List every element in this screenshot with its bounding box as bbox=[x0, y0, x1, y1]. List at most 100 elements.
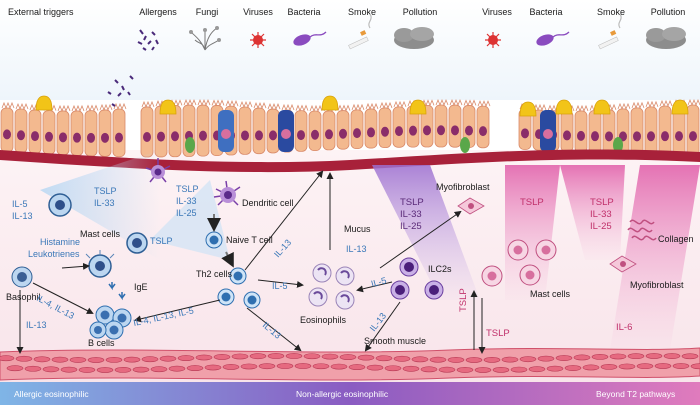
signal-beam-ilc2 bbox=[372, 165, 480, 300]
cilia bbox=[281, 103, 295, 112]
epithelial-nucleus bbox=[3, 129, 11, 140]
virus-icon bbox=[250, 32, 266, 48]
label-il5-left: IL-5 bbox=[12, 199, 28, 209]
cilia bbox=[631, 101, 645, 109]
smooth-muscle-fiber bbox=[483, 356, 501, 363]
label-mucus: Mucus bbox=[344, 224, 371, 234]
smooth-muscle-fiber bbox=[402, 365, 420, 372]
epithelial-nucleus bbox=[17, 130, 25, 141]
smooth-muscle-fiber bbox=[150, 366, 168, 373]
label-th2-cells: Th2 cells bbox=[196, 269, 233, 279]
mast-cell bbox=[126, 232, 148, 254]
smooth-muscle-fiber bbox=[0, 355, 15, 362]
mucus-droplet bbox=[671, 99, 689, 115]
cilia bbox=[645, 100, 659, 108]
smooth-muscle-fiber bbox=[159, 355, 177, 362]
pollution-cloud-icon-right bbox=[646, 27, 686, 49]
eosinophil bbox=[312, 263, 332, 283]
label-mast-cells-left: Mast cells bbox=[80, 229, 121, 239]
smooth-muscle-fiber bbox=[186, 365, 204, 371]
cilia bbox=[617, 102, 631, 110]
smooth-muscle-fiber bbox=[87, 357, 105, 363]
collagen-fibers bbox=[627, 219, 657, 241]
cilia bbox=[477, 100, 491, 108]
pollution-cloud-icon bbox=[394, 27, 434, 49]
smooth-muscle-fiber bbox=[555, 355, 573, 361]
signal-beam-mast bbox=[40, 150, 160, 260]
label-b-cells: B cells bbox=[88, 338, 115, 348]
cilia bbox=[253, 101, 267, 110]
epithelial-nucleus bbox=[437, 125, 445, 136]
smooth-muscle-fiber bbox=[42, 366, 60, 373]
epithelial-nucleus bbox=[115, 132, 123, 143]
epithelial-nucleus bbox=[353, 128, 361, 139]
myofibroblast bbox=[457, 197, 485, 215]
cilia bbox=[113, 102, 127, 111]
label-tslp-low-1: TSLP bbox=[458, 288, 469, 312]
mucus-droplet bbox=[159, 99, 177, 115]
eosinophil bbox=[335, 290, 355, 310]
pathway-spectrum-bar bbox=[0, 382, 700, 405]
mast-cell-degranulating bbox=[85, 250, 115, 278]
smooth-muscle-fiber bbox=[141, 356, 159, 363]
smooth-muscle-fiber bbox=[240, 363, 258, 370]
smooth-muscle-fiber bbox=[546, 365, 564, 372]
smooth-muscle-fiber bbox=[681, 353, 699, 360]
smooth-muscle-fiber bbox=[60, 366, 78, 373]
naive-t-cell bbox=[205, 231, 223, 249]
cilia bbox=[1, 101, 15, 110]
cilia bbox=[575, 104, 589, 113]
smooth-muscle-fiber bbox=[96, 367, 114, 373]
tuft-cell-nucleus bbox=[221, 129, 231, 139]
smooth-muscle-fiber bbox=[474, 367, 492, 373]
smooth-muscle-fiber bbox=[393, 355, 411, 362]
cilia bbox=[239, 100, 253, 109]
label-tslp-left: TSLP bbox=[94, 186, 117, 196]
epithelial-nucleus bbox=[59, 132, 67, 143]
label-dendritic-cell: Dendritic cell bbox=[242, 198, 294, 208]
epithelial-nucleus bbox=[101, 132, 109, 143]
epithelial-nucleus bbox=[311, 129, 319, 140]
epithelial-nucleus bbox=[479, 126, 487, 137]
epithelial-nucleus bbox=[339, 128, 347, 139]
smooth-muscle-fiber bbox=[528, 366, 546, 373]
cilia bbox=[435, 98, 449, 107]
epithelial-nucleus bbox=[87, 132, 95, 143]
epithelial-nucleus bbox=[395, 126, 403, 137]
eosinophil bbox=[335, 266, 355, 286]
smooth-muscle-fiber bbox=[636, 363, 654, 370]
label-il5-ilc2: IL-5 bbox=[370, 275, 388, 289]
vessel-wall bbox=[0, 347, 700, 381]
smooth-muscle-fiber bbox=[132, 366, 150, 373]
label-il13-left: IL-13 bbox=[12, 211, 33, 221]
smooth-muscle-fiber bbox=[321, 353, 339, 360]
cilia bbox=[211, 99, 225, 107]
epithelial-cell bbox=[196, 104, 210, 157]
cilia bbox=[169, 99, 183, 107]
external-triggers-label: External triggers bbox=[8, 7, 74, 17]
cilia bbox=[351, 103, 365, 111]
label-il25-right: IL-25 bbox=[590, 221, 612, 232]
bar-label-non-allergic: Non-allergic eosinophilic bbox=[296, 389, 389, 399]
trigger-label-bacteria: Bacteria bbox=[287, 7, 320, 17]
cilia bbox=[393, 100, 407, 108]
smooth-muscle-fiber bbox=[654, 363, 672, 369]
cilia bbox=[267, 102, 281, 111]
smooth-muscle-fiber bbox=[627, 353, 645, 360]
mast-cell bbox=[48, 193, 72, 217]
mucus-droplet bbox=[409, 99, 427, 115]
smooth-muscle-fiber bbox=[600, 364, 618, 370]
mucus-droplet bbox=[593, 99, 611, 115]
smooth-muscle-fiber bbox=[258, 363, 276, 370]
label-myofibroblast-right: Myofibroblast bbox=[630, 280, 684, 290]
label-il33-ilc2: IL-33 bbox=[400, 209, 422, 220]
cilia bbox=[225, 100, 239, 108]
cilia bbox=[309, 104, 323, 113]
epithelial-nucleus bbox=[31, 131, 39, 142]
label-leukotrienes: Leukotrienes bbox=[28, 249, 80, 259]
epithelial-nucleus bbox=[269, 130, 277, 141]
trigger-label-viruses: Viruses bbox=[243, 7, 273, 17]
smooth-muscle-fiber bbox=[465, 357, 483, 363]
smooth-muscle-fiber bbox=[663, 353, 681, 359]
